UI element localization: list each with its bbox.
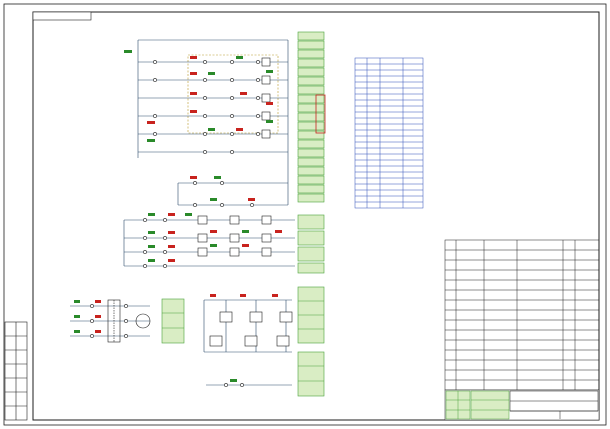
title-tab (32, 11, 92, 21)
left-margin-strip (4, 321, 28, 421)
middle-motor-components (143, 215, 272, 268)
upper-control-circuit (137, 39, 289, 206)
terminal-strip-lower-left (161, 298, 185, 344)
lower-left-motor-contacts (90, 304, 128, 338)
parts-table-rows (445, 249, 599, 381)
terminal-strip-lower-middle (297, 286, 325, 397)
middle-motor-labels (148, 213, 282, 262)
terminal-list-rows (355, 63, 423, 203)
title-block (444, 389, 600, 421)
lower-left-motor (70, 299, 151, 343)
terminal-list-grid (354, 57, 424, 209)
terminal-strip-middle (297, 214, 325, 274)
parts-table-frame (444, 239, 600, 391)
sheet-border (3, 3, 607, 426)
lower-middle-components (209, 311, 293, 387)
upper-circuit-contacts (153, 57, 271, 207)
upper-circuit-labels (124, 50, 273, 201)
terminal-strip-marker (315, 94, 326, 134)
lower-left-motor-labels (74, 300, 101, 333)
terminal-strip-upper (297, 31, 325, 203)
lower-middle-labels (210, 294, 278, 382)
drawing-frame (32, 11, 600, 421)
